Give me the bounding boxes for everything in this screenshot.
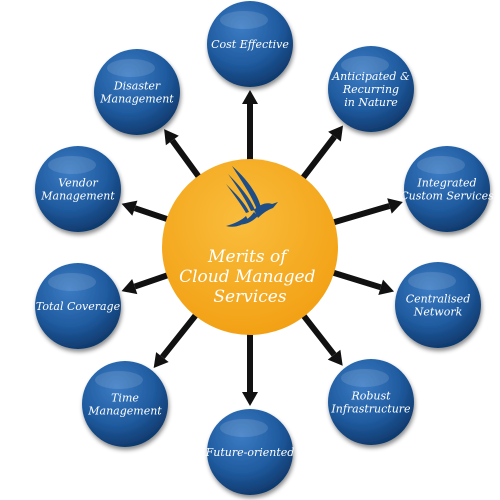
node-circle [328, 46, 414, 132]
node-label: Total Coverage [36, 300, 121, 313]
node-circle [395, 262, 481, 348]
node-highlight [48, 156, 96, 174]
node-label-line: Time [111, 392, 139, 405]
arrow-head [327, 349, 343, 366]
arrow-shaft [160, 310, 201, 359]
arrow-head [121, 200, 138, 216]
arrow-head [328, 125, 344, 142]
node-label-line: Management [99, 93, 174, 106]
node-label-line: Recurring [342, 83, 399, 96]
node-circle [35, 263, 121, 349]
arrow-head [121, 278, 138, 295]
node-circle [328, 359, 414, 445]
node-label-line: Infrastructure [330, 403, 411, 416]
node-highlight [408, 272, 456, 290]
node-label-line: Integrated [416, 177, 476, 190]
node-label-line: Management [87, 405, 162, 418]
node-future-oriented: Future-oriented [205, 409, 295, 495]
node-label-line: in Nature [344, 96, 398, 109]
node-circle [207, 409, 293, 495]
arrow-shaft [329, 203, 391, 227]
arrow-head [387, 198, 403, 214]
arrows-layer [121, 90, 403, 406]
node-label-line: Total Coverage [36, 300, 121, 313]
node-circle [35, 146, 121, 232]
node-label-line: Future-oriented [205, 446, 295, 459]
hub-circle [162, 159, 338, 335]
node-highlight [95, 371, 143, 389]
node-label-line: Robust [350, 390, 391, 403]
arrow-head [153, 352, 169, 369]
arrow-head [164, 129, 179, 146]
node-highlight [417, 156, 465, 174]
arrow-shaft [298, 134, 337, 183]
node-highlight [220, 11, 268, 29]
hub-label-line: Merits of [207, 247, 289, 267]
node-circle [207, 1, 293, 87]
node-circle [94, 49, 180, 135]
node-circle [404, 146, 490, 232]
arrow-shaft [133, 205, 172, 224]
node-cost-effective: Cost Effective [207, 1, 293, 87]
arrow-shaft [133, 271, 172, 290]
node-label-line: Disaster [113, 80, 161, 93]
hub-label-line: Services [213, 287, 286, 307]
node-circle [82, 361, 168, 447]
node-label-line: Management [40, 190, 115, 203]
node-label: Future-oriented [205, 446, 295, 459]
bird-icon [226, 166, 278, 227]
arrow-shaft [169, 138, 203, 181]
node-highlight [341, 56, 389, 74]
node-label: Cost Effective [211, 38, 289, 51]
node-highlight [220, 419, 268, 437]
hub-label-line: Cloud Managed [179, 267, 315, 287]
node-label-line: Custom Services [400, 190, 494, 203]
node-highlight [341, 369, 389, 387]
node-label-line: Anticipated & [331, 70, 410, 83]
arrow-shaft [299, 311, 337, 357]
node-label-line: Cost Effective [211, 38, 289, 51]
node-label-line: Centralised [406, 293, 470, 306]
node-total-coverage: Total Coverage [35, 263, 121, 349]
node-highlight [48, 273, 96, 291]
arrow-shaft [329, 268, 382, 291]
svg-text:Merits of Cloud Managed: Merits of Cloud Managed Services [179, 247, 321, 307]
arrow-head [242, 392, 258, 406]
hub-group: Merits of Cloud Managed Services [162, 159, 338, 335]
node-label-line: Vendor [58, 177, 98, 190]
arrow-head [242, 90, 258, 104]
node-highlight [107, 59, 155, 77]
node-label-line: Network [413, 306, 463, 319]
arrow-head [378, 279, 395, 295]
